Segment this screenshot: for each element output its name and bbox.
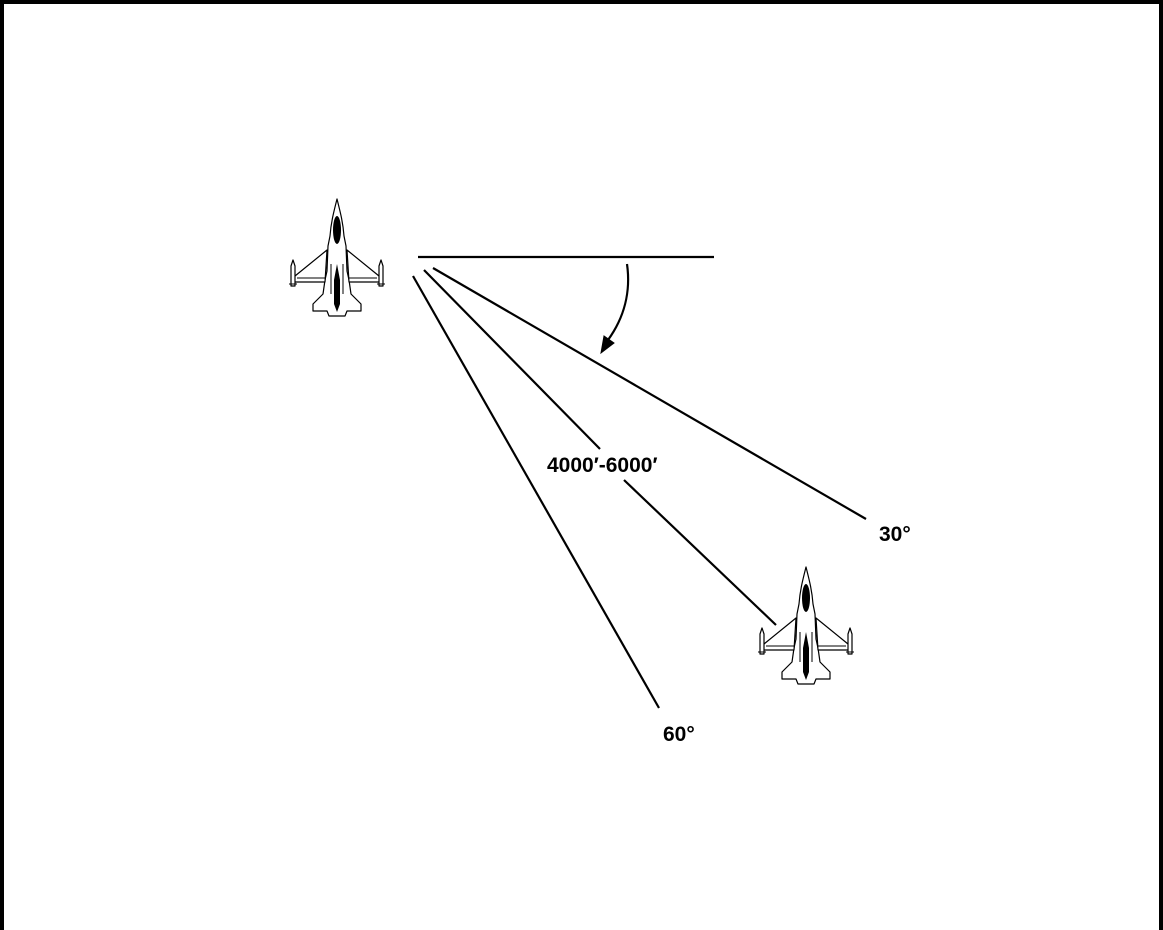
curved-arrow-icon <box>600 263 630 355</box>
angle-60-label: 60° <box>663 723 695 746</box>
range-label: 4000′-6000′ <box>547 454 658 477</box>
line-to-wingman-lower <box>623 479 777 626</box>
line-to-wingman-upper <box>423 269 601 450</box>
line-60-degrees <box>412 275 660 709</box>
lead-aircraft-icon <box>288 198 386 317</box>
line-30-degrees <box>432 267 867 520</box>
angle-30-label: 30° <box>879 523 911 546</box>
wingman-aircraft-icon <box>757 566 855 685</box>
